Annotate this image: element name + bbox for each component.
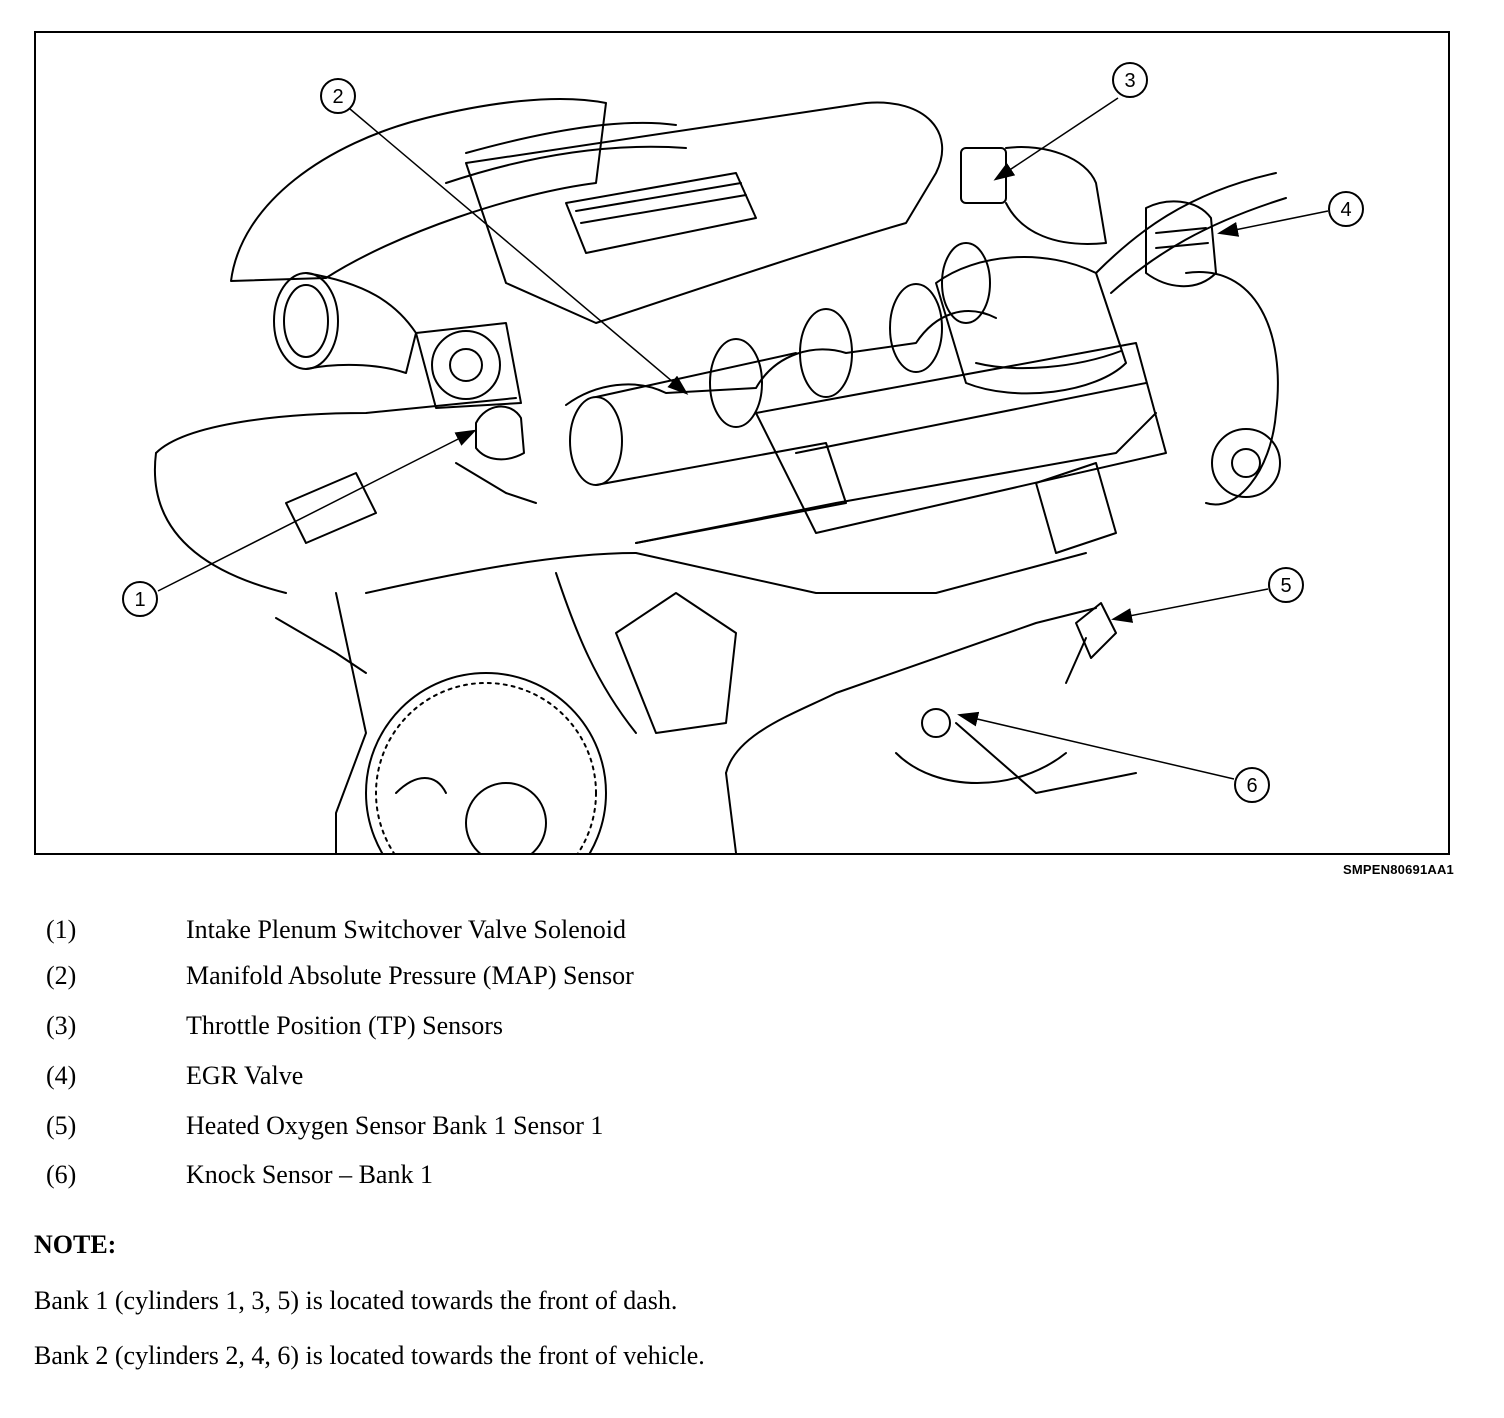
callout-6-label: 6 (1246, 775, 1257, 797)
callout-2: 2 (320, 78, 356, 114)
callout-leaders (157, 97, 1329, 780)
note-line: Bank 1 (cylinders 1, 3, 5) is located to… (34, 1286, 678, 1315)
legend-label: Knock Sensor – Bank 1 (186, 1160, 433, 1189)
legend-label: Throttle Position (TP) Sensors (186, 1011, 504, 1040)
legend-number: (5) (46, 1111, 77, 1140)
callout-5-label: 5 (1280, 575, 1291, 597)
legend-number: (4) (46, 1061, 77, 1090)
legend-number: (3) (46, 1011, 77, 1040)
callout-5: 5 (1268, 567, 1304, 603)
legend-label: EGR Valve (186, 1061, 304, 1090)
legend-label: Heated Oxygen Sensor Bank 1 Sensor 1 (186, 1111, 604, 1140)
callout-3-label: 3 (1124, 70, 1135, 92)
legend-number: (2) (46, 961, 77, 990)
legend-number: (1) (46, 915, 77, 944)
callout-3: 3 (1112, 62, 1148, 98)
legend-label: Manifold Absolute Pressure (MAP) Sensor (186, 961, 634, 990)
engine-illustration: 1 2 3 4 5 6 (122, 62, 1364, 853)
engine-diagram: 1 2 3 4 5 6 (34, 31, 1450, 855)
legend-number: (6) (46, 1160, 77, 1189)
engine-linework (153, 97, 1287, 853)
legend-label: Intake Plenum Switchover Valve Solenoid (186, 915, 627, 944)
note-line: Bank 2 (cylinders 2, 4, 6) is located to… (34, 1341, 705, 1370)
callout-4: 4 (1328, 191, 1364, 227)
callout-6: 6 (1234, 767, 1270, 803)
figure-id: SMPEN80691AA1 (1343, 862, 1454, 877)
note-heading: NOTE: (34, 1230, 117, 1259)
callout-2-label: 2 (332, 86, 343, 108)
callout-1-label: 1 (134, 589, 145, 611)
callout-4-label: 4 (1340, 199, 1351, 221)
callout-1: 1 (122, 581, 158, 617)
